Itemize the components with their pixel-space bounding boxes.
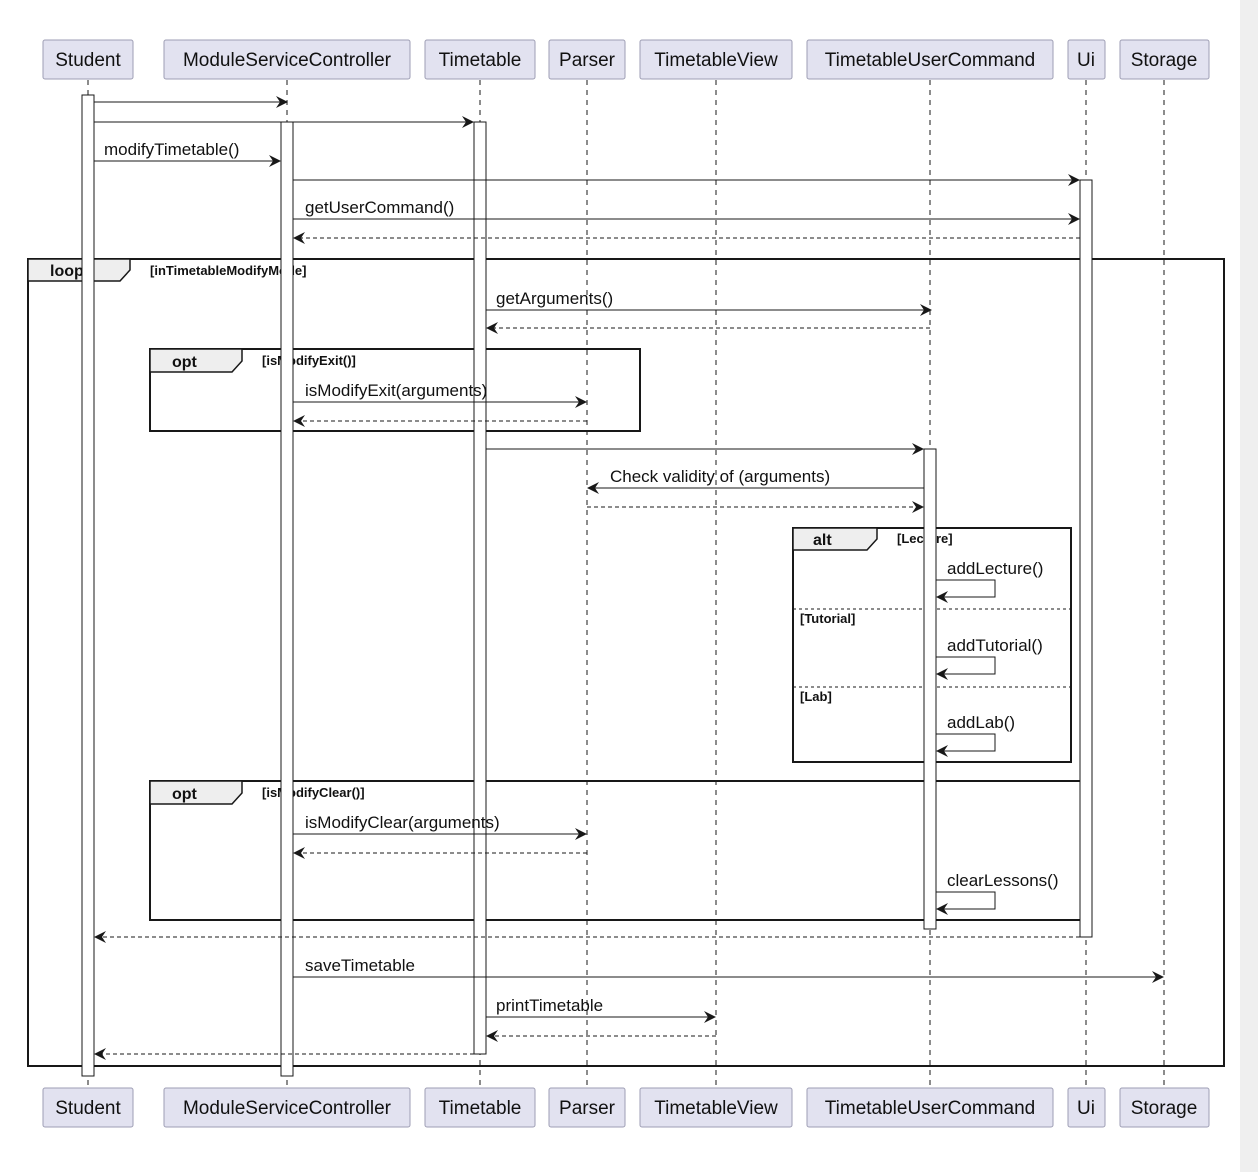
msg-add-lab <box>936 733 996 757</box>
alt-guard-tutorial: [Tutorial] <box>800 611 855 626</box>
label-check-validity: Check validity of (arguments) <box>610 467 830 486</box>
label-add-tutorial: addTutorial() <box>947 636 1043 655</box>
label-add-lecture: addLecture() <box>947 559 1043 578</box>
participant-timetable-bottom: Timetable <box>424 1087 536 1128</box>
participant-student-top: Student <box>42 39 134 80</box>
msg-clear-lessons <box>936 891 996 915</box>
svg-text:Ui: Ui <box>1077 50 1095 71</box>
svg-text:Storage: Storage <box>1131 1098 1198 1119</box>
label-get-arguments: getArguments() <box>496 289 613 308</box>
svg-text:Storage: Storage <box>1131 50 1198 71</box>
svg-text:Ui: Ui <box>1077 1098 1095 1119</box>
loop-frame-guard: [inTimetableModifyMode] <box>150 263 306 278</box>
label-is-modify-clear: isModifyClear(arguments) <box>305 813 500 832</box>
participant-timetable-user-command-bottom: TimetableUserCommand <box>806 1087 1054 1128</box>
alt-frame-title: alt <box>813 532 832 549</box>
label-add-lab: addLab() <box>947 713 1015 732</box>
svg-text:Timetable: Timetable <box>439 1098 522 1119</box>
participant-storage-bottom: Storage <box>1119 1087 1210 1128</box>
loop-frame-title: loop <box>50 263 84 280</box>
opt-exit-frame-title: opt <box>172 354 198 371</box>
participant-parser-bottom: Parser <box>548 1087 626 1128</box>
msg-add-lecture <box>936 579 996 603</box>
participants-top: Student ModuleServiceController Timetabl… <box>42 39 1210 80</box>
opt-clear-frame-guard: [isModifyClear()] <box>262 785 365 800</box>
participant-timetable-user-command-top: TimetableUserCommand <box>806 39 1054 80</box>
label-is-modify-exit: isModifyExit(arguments) <box>305 381 487 400</box>
participant-ui-bottom: Ui <box>1067 1087 1106 1128</box>
messages: modifyTimetable() getUserCommand() getAr… <box>94 96 1164 1060</box>
opt-clear-frame-title: opt <box>172 786 198 803</box>
activation-ui <box>1079 179 1093 938</box>
alt-guard-lab: [Lab] <box>800 689 832 704</box>
svg-text:ModuleServiceController: ModuleServiceController <box>183 1098 392 1119</box>
activation-module-service-controller <box>280 121 294 1077</box>
activation-bars <box>81 94 1093 1077</box>
loop-frame: loop [inTimetableModifyMode] <box>27 258 1225 1067</box>
svg-text:Parser: Parser <box>559 50 616 71</box>
activation-timetable-user-command <box>923 448 937 930</box>
svg-text:Student: Student <box>55 1098 121 1119</box>
activation-student <box>81 94 95 1077</box>
label-save-timetable: saveTimetable <box>305 956 415 975</box>
svg-text:Timetable: Timetable <box>439 50 522 71</box>
participant-student-bottom: Student <box>42 1087 134 1128</box>
participant-timetable-top: Timetable <box>424 39 536 80</box>
participant-parser-top: Parser <box>548 39 626 80</box>
label-modify-timetable: modifyTimetable() <box>104 140 239 159</box>
participants-bottom: Student ModuleServiceController Timetabl… <box>42 1087 1210 1128</box>
svg-text:Student: Student <box>55 50 121 71</box>
participant-storage-top: Storage <box>1119 39 1210 80</box>
label-get-user-command: getUserCommand() <box>305 198 454 217</box>
participant-module-service-controller-top: ModuleServiceController <box>163 39 411 80</box>
svg-text:Parser: Parser <box>559 1098 616 1119</box>
activation-timetable <box>473 121 487 1055</box>
participant-ui-top: Ui <box>1067 39 1106 80</box>
label-clear-lessons: clearLessons() <box>947 871 1059 890</box>
opt-exit-frame-guard: [isModifyExit()] <box>262 353 356 368</box>
svg-text:TimetableView: TimetableView <box>654 50 778 71</box>
svg-text:TimetableView: TimetableView <box>654 1098 778 1119</box>
svg-text:TimetableUserCommand: TimetableUserCommand <box>825 1098 1035 1119</box>
participant-module-service-controller-bottom: ModuleServiceController <box>163 1087 411 1128</box>
msg-add-tutorial <box>936 656 996 680</box>
participant-timetable-view-bottom: TimetableView <box>639 1087 793 1128</box>
label-print-timetable: printTimetable <box>496 996 603 1015</box>
participant-timetable-view-top: TimetableView <box>639 39 793 80</box>
right-edge-strip <box>1240 0 1258 1172</box>
svg-text:TimetableUserCommand: TimetableUserCommand <box>825 50 1035 71</box>
svg-text:ModuleServiceController: ModuleServiceController <box>183 50 392 71</box>
